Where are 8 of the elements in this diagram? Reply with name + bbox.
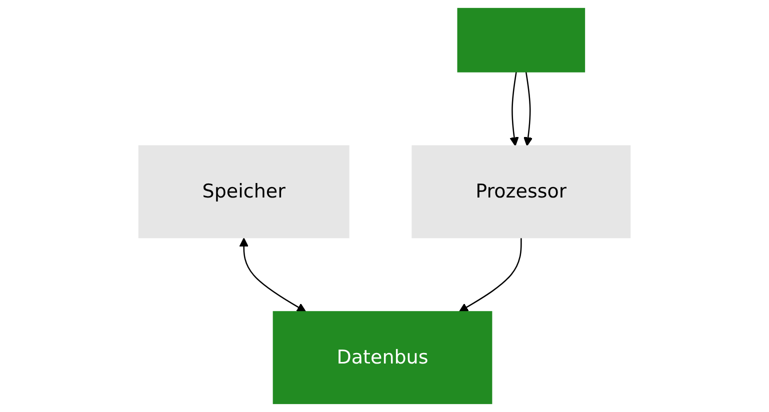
node-box: Speicher bbox=[138, 145, 350, 238]
arrow bbox=[239, 238, 306, 312]
node-box: Datenbus bbox=[272, 311, 492, 404]
arrow bbox=[510, 72, 519, 146]
arrow bbox=[523, 72, 533, 146]
node-bar bbox=[457, 8, 586, 72]
node-box: Prozessor bbox=[412, 145, 631, 238]
arrow bbox=[458, 238, 522, 312]
